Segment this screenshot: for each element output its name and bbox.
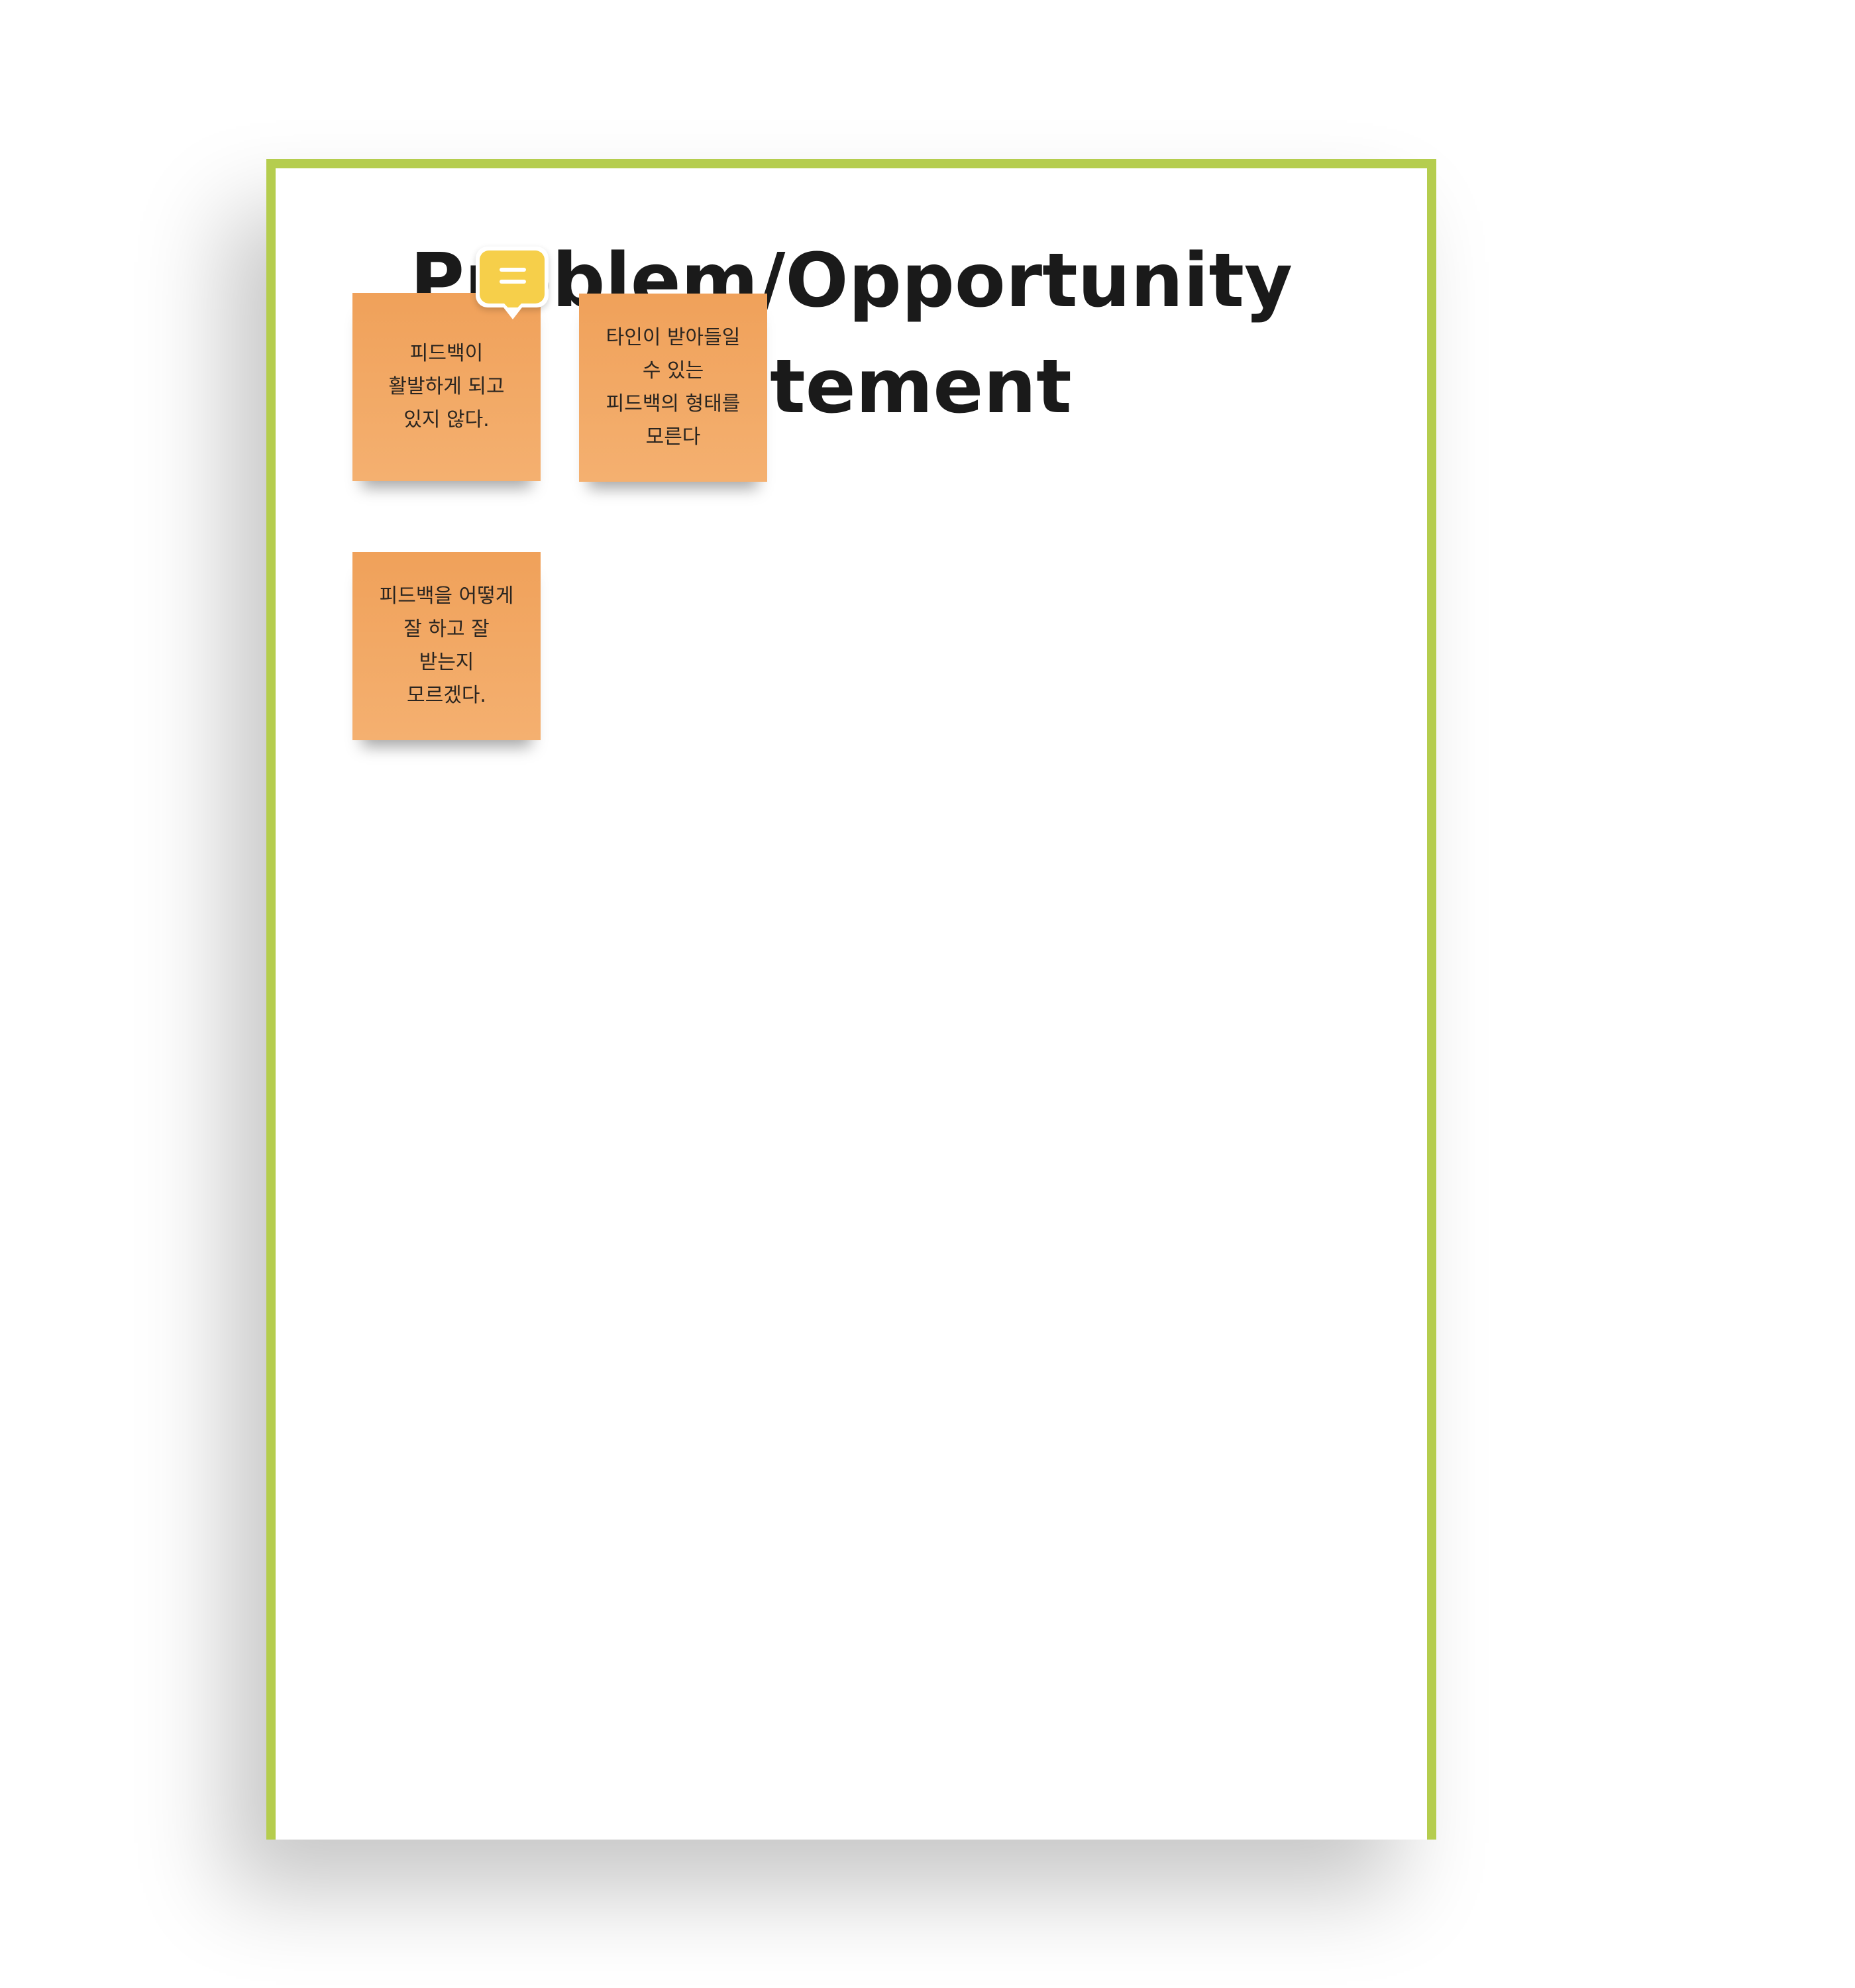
comment-bubble [480,250,545,313]
sticky-note[interactable]: 타인이 받아들일 수 있는 피드백의 형태를 모른다 [579,294,767,482]
sticky-note-text: 피드백을 어떻게 잘 하고 잘 받는지 모르겠다. [379,584,514,707]
sticky-note-text: 타인이 받아들일 수 있는 피드백의 형태를 모른다 [606,326,741,449]
comment-line [500,268,526,272]
comment-icon[interactable] [476,247,549,319]
sticky-note[interactable]: 피드백이 활발하게 되고 있지 않다. [352,293,541,481]
comment-line [500,280,526,284]
sticky-note-text: 피드백이 활발하게 되고 있지 않다. [388,342,505,431]
sticky-note[interactable]: 피드백을 어떻게 잘 하고 잘 받는지 모르겠다. [352,552,541,740]
